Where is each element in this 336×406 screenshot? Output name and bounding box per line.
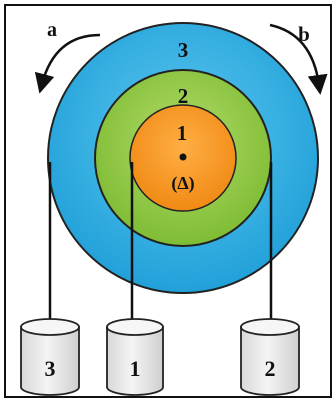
axis-dot-icon [179, 153, 187, 161]
weight-1: 1 [106, 318, 164, 396]
curved-arrow-icon [269, 23, 328, 95]
rotation-label-a: a [47, 19, 57, 41]
axis-label: (Δ) [171, 173, 194, 194]
weight-1-label: 1 [130, 356, 141, 381]
weight-3-label: 3 [45, 356, 56, 381]
disk-2-label: 2 [178, 84, 189, 108]
weight-2-label: 2 [265, 356, 276, 381]
weight-2: 2 [240, 318, 300, 396]
disk-3-label: 3 [178, 38, 189, 62]
curved-arrow-icon [34, 33, 101, 94]
weight-3: 3 [20, 318, 80, 396]
rotation-label-b: b [298, 22, 310, 46]
disk-1-label: 1 [177, 121, 188, 145]
